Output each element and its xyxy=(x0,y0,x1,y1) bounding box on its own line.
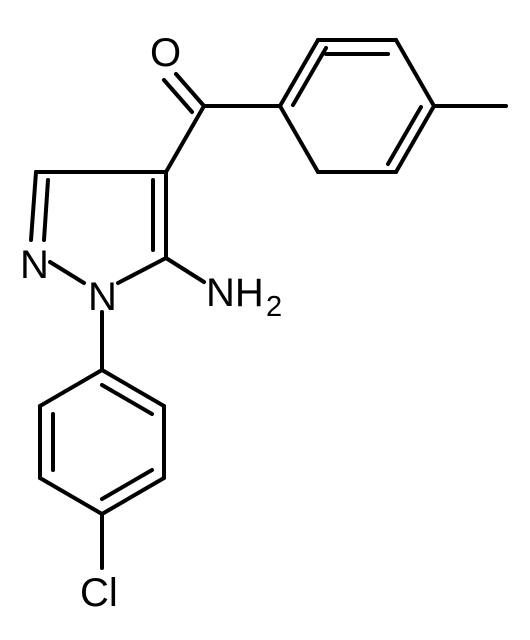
pyrazole-bond-n1-c5 xyxy=(116,256,168,285)
pyrazole-n2-label: N xyxy=(20,243,49,287)
chlorophenyl-bond-bottom-left xyxy=(38,476,104,516)
pyrazole-n1-label: N xyxy=(88,275,117,319)
carbonyl-double-bond-a xyxy=(174,72,206,108)
pyrazole-bond-c3-n2-b xyxy=(42,178,50,242)
carbonyl-double-bond-b xyxy=(162,78,194,114)
carbonyl-group xyxy=(162,72,282,174)
oxygen-label: O xyxy=(150,31,181,75)
chlorophenyl-bond-bottom-right xyxy=(100,476,166,516)
tolyl-bond-upper-left xyxy=(278,38,320,108)
pyrazole-bond-c3-n2-a xyxy=(29,170,38,242)
tolyl-bond-lower-right-inner xyxy=(386,105,423,166)
tolyl-bond-lower-right xyxy=(394,104,436,174)
tolyl-bond-lower-left xyxy=(278,104,320,174)
amine-bond xyxy=(164,256,206,284)
chlorophenyl-bond-top-right-inner xyxy=(100,383,154,416)
tolyl-bond-upper-right xyxy=(394,38,436,108)
carbonyl-to-pyrazole-bond xyxy=(164,104,206,174)
chlorophenyl-bond-top-left xyxy=(38,368,104,408)
pyrazole-ring xyxy=(29,170,206,372)
chlorophenyl-bond-top-right xyxy=(100,368,166,408)
chlorine-label: Cl xyxy=(80,571,118,615)
chlorophenyl-ring xyxy=(38,368,166,570)
chlorophenyl-bond-bottom-right-inner xyxy=(100,468,154,501)
amine-label: NH xyxy=(206,271,264,315)
pyrazole-bond-n2-n1 xyxy=(48,260,86,285)
amine-subscript: 2 xyxy=(266,291,282,323)
tolyl-bond-upper-left-inner xyxy=(291,46,328,107)
tolyl-ring xyxy=(278,38,508,174)
